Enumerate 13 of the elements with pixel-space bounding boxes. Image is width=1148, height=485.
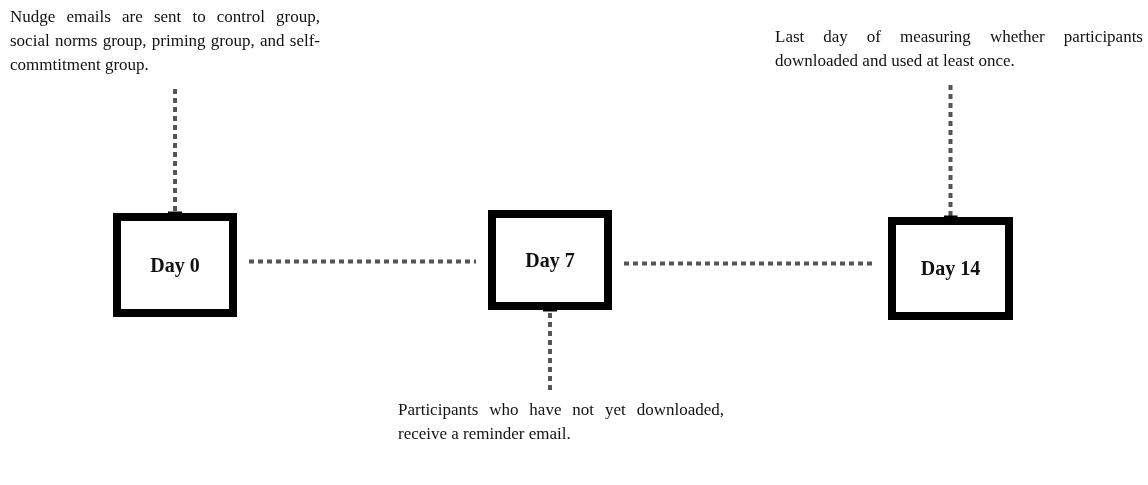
note-text: Participants who have not yet downloaded, receive a reminder email. (398, 398, 724, 446)
dotted-connector (541, 308, 559, 390)
day-label: Day 14 (920, 257, 981, 280)
day-label: Day 7 (525, 248, 575, 272)
day-label: Day 0 (150, 253, 200, 277)
day-box (113, 213, 237, 317)
dotted-connector (942, 85, 959, 219)
note-text: Nudge emails are sent to control group, social norms group, priming group, and self-commtitment group. (10, 5, 320, 77)
day-box (888, 217, 1013, 320)
day-box (488, 210, 612, 310)
dotted-connector (166, 89, 184, 215)
note-text: Last day of measuring whether participants downloaded and used at least once. (775, 25, 1143, 73)
dotted-connector (249, 259, 476, 264)
